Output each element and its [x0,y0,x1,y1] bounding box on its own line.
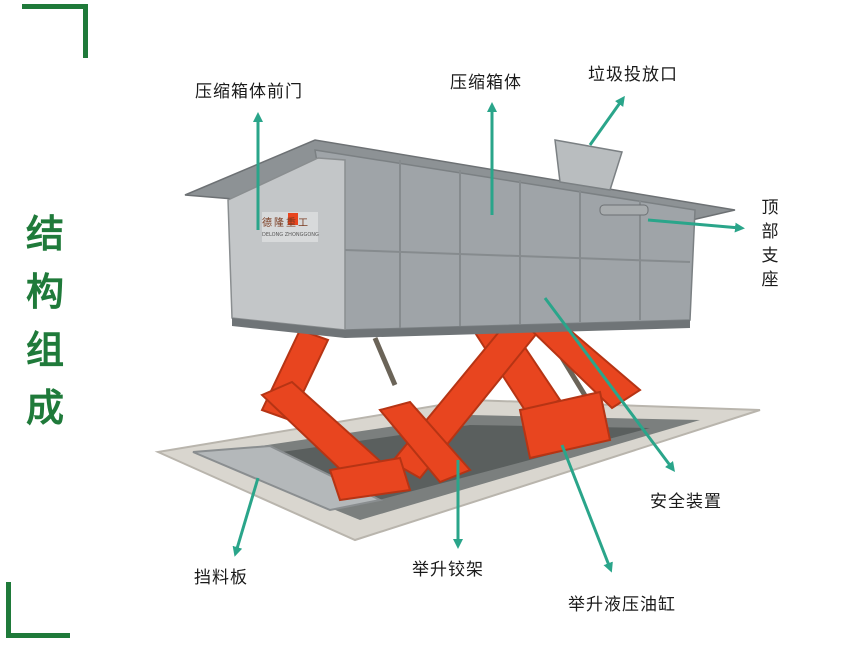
corner-bracket-bottom-left-horizontal [6,633,70,638]
label-top-support-char: 顶 [761,198,779,218]
label-top-support-char: 支 [761,246,779,266]
side-title: 结 构 组 成 [14,205,76,437]
annotation-arrows [232,95,745,573]
logo-plate [262,212,318,242]
dump-inlet-hopper [554,139,623,191]
side-title-char: 成 [25,386,64,430]
label-safety-device: 安全装置 [650,492,722,512]
top-support [599,204,649,216]
label-top-support-char: 座 [761,270,779,290]
label-hydraulic-cylinder: 举升液压油缸 [568,595,676,615]
logo-text: 德隆重工 [262,218,310,229]
label-top-support-char: 部 [761,222,779,242]
label-front-door: 压缩箱体前门 [195,82,303,102]
label-baffle: 挡料板 [194,568,248,588]
logo-subtext: DELONG ZHONGGONG [262,232,319,238]
side-title-char: 结 [25,212,64,256]
label-top-support: 顶 部 支 座 [760,196,780,292]
label-scissor-frame: 举升铰架 [412,560,484,580]
corner-bracket-bottom-left [6,582,11,638]
corner-bracket-top-left [22,4,88,9]
side-title-char: 组 [25,328,64,372]
corner-bracket-top-left-vertical [83,4,88,58]
label-dump-inlet: 垃圾投放口 [588,65,678,85]
label-box-body: 压缩箱体 [450,73,522,93]
side-title-char: 构 [25,270,64,314]
baffle-plate [192,444,384,512]
